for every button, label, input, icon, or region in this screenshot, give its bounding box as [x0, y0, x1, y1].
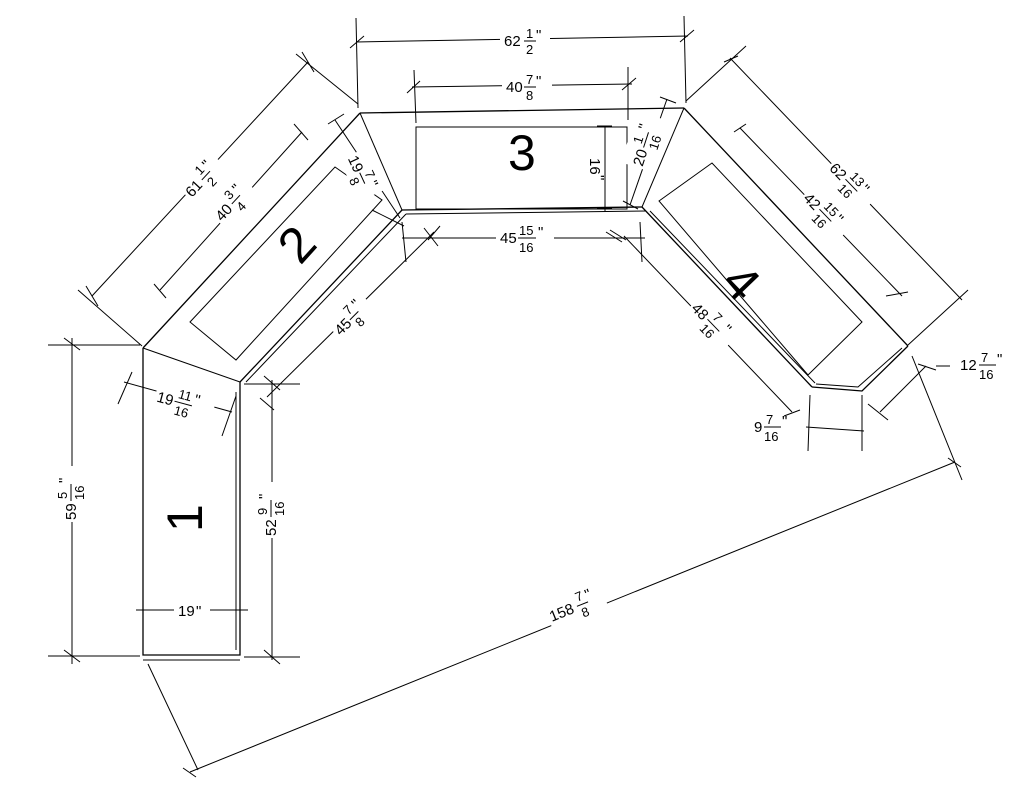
- dim-s1-width: 19 ": [174, 600, 210, 622]
- section-3-label: 3: [508, 125, 536, 181]
- dim-s2-back: 61 1 2 ": [174, 149, 230, 205]
- svg-text:16: 16: [646, 133, 665, 151]
- seam-3-4: [641, 107, 685, 208]
- svg-text:": ": [590, 175, 607, 180]
- svg-text:16: 16: [979, 367, 993, 382]
- section-2-cutout: [189, 166, 383, 361]
- dim-top-overall: 62 1 2 ": [500, 24, 550, 57]
- svg-text:": ": [536, 27, 541, 44]
- svg-text:16: 16: [764, 429, 778, 444]
- svg-text:59: 59: [63, 503, 80, 520]
- dim-s1-front: 52 9 16 ": [254, 482, 287, 538]
- svg-text:20: 20: [630, 147, 651, 168]
- svg-text:": ": [536, 73, 541, 90]
- seam-1-2: [142, 347, 241, 383]
- svg-text:1: 1: [526, 26, 533, 41]
- svg-text:15: 15: [519, 223, 533, 238]
- svg-text:9: 9: [255, 508, 270, 515]
- svg-text:19: 19: [155, 389, 176, 410]
- dim-s2-front: 45 7 8 ": [323, 289, 378, 344]
- svg-text:7: 7: [526, 72, 533, 87]
- svg-text:": ": [256, 494, 273, 499]
- svg-text:12: 12: [960, 357, 977, 374]
- countertop-outline: [142, 107, 909, 661]
- section-4-cutout: [658, 162, 863, 376]
- section-4-back-edge: [683, 107, 909, 347]
- svg-text:52: 52: [263, 519, 280, 536]
- svg-text:45: 45: [500, 230, 517, 247]
- section-3-back-edge: [359, 107, 685, 114]
- svg-text:": ": [997, 351, 1002, 368]
- section-2-back-edge: [142, 112, 361, 349]
- dim-s4-front: 48 7 16 ": [682, 292, 743, 354]
- section-4-label: 4: [711, 253, 771, 312]
- dim-s1-corner: 19 11 16 ": [151, 379, 218, 427]
- svg-text:40: 40: [506, 79, 523, 96]
- seam-2-3: [359, 112, 403, 211]
- svg-text:19: 19: [344, 153, 366, 175]
- svg-text:": ": [635, 122, 653, 132]
- section-3-cutout: [415, 126, 628, 210]
- svg-text:": ": [782, 413, 787, 430]
- dim-s3-depth: 16 ": [586, 156, 607, 182]
- section-4-front-edge: [641, 206, 813, 388]
- dim-s2-corner: 19 7 8 ": [339, 147, 387, 202]
- svg-text:16: 16: [586, 158, 603, 175]
- svg-text:2: 2: [526, 42, 533, 57]
- svg-text:16: 16: [172, 403, 190, 421]
- svg-text:16: 16: [519, 240, 533, 255]
- svg-text:8: 8: [526, 88, 533, 103]
- dim-top-inner: 40 7 8 ": [502, 70, 552, 103]
- svg-text:7: 7: [981, 350, 988, 365]
- svg-text:11: 11: [177, 386, 194, 404]
- dim-s1-back: 59 5 16 ": [54, 466, 87, 522]
- dim-s3-front: 45 15 16 ": [496, 221, 554, 255]
- svg-text:9: 9: [754, 419, 762, 436]
- dim-s2-inner: 40 3 4 ": [204, 173, 260, 229]
- dim-s4-clip: 9 7 16 ": [754, 412, 787, 444]
- dim-s4-inner: 42 15 16 ": [794, 182, 857, 245]
- dim-overall-span: 158 7 8 ": [541, 577, 610, 632]
- svg-text:62: 62: [504, 33, 521, 50]
- section-4-front-edge-inner: [649, 210, 816, 384]
- svg-text:16: 16: [272, 502, 287, 516]
- svg-text:5: 5: [55, 492, 70, 499]
- section-3-front-edge-inner: [405, 210, 647, 215]
- svg-text:": ": [196, 603, 201, 620]
- svg-text:": ": [192, 392, 202, 410]
- svg-text:19: 19: [178, 603, 195, 620]
- svg-text:": ": [582, 586, 593, 604]
- section-1-outline: [142, 348, 241, 656]
- svg-text:1: 1: [630, 134, 647, 146]
- section-2-front-edge: [239, 209, 403, 383]
- section-4-end: [811, 345, 909, 392]
- dim-s4-back: 62 13 16 ": [820, 152, 883, 215]
- section-2-label: 2: [267, 215, 327, 273]
- section-2-front-edge-inner: [245, 213, 407, 383]
- section-1-label: 1: [157, 504, 213, 532]
- dimension-labels: 62 1 2 " 40 7 8 " 45 15 16 " 16: [54, 24, 1002, 632]
- svg-text:": ": [56, 478, 73, 483]
- svg-text:16: 16: [72, 486, 87, 500]
- svg-text:7: 7: [766, 412, 773, 427]
- section-4-end-inner: [815, 347, 903, 388]
- svg-text:": ": [538, 224, 543, 241]
- dim-s4-end: 12 7 16 ": [960, 350, 1002, 382]
- dim-s3-corner: 20 1 16 ": [620, 110, 669, 173]
